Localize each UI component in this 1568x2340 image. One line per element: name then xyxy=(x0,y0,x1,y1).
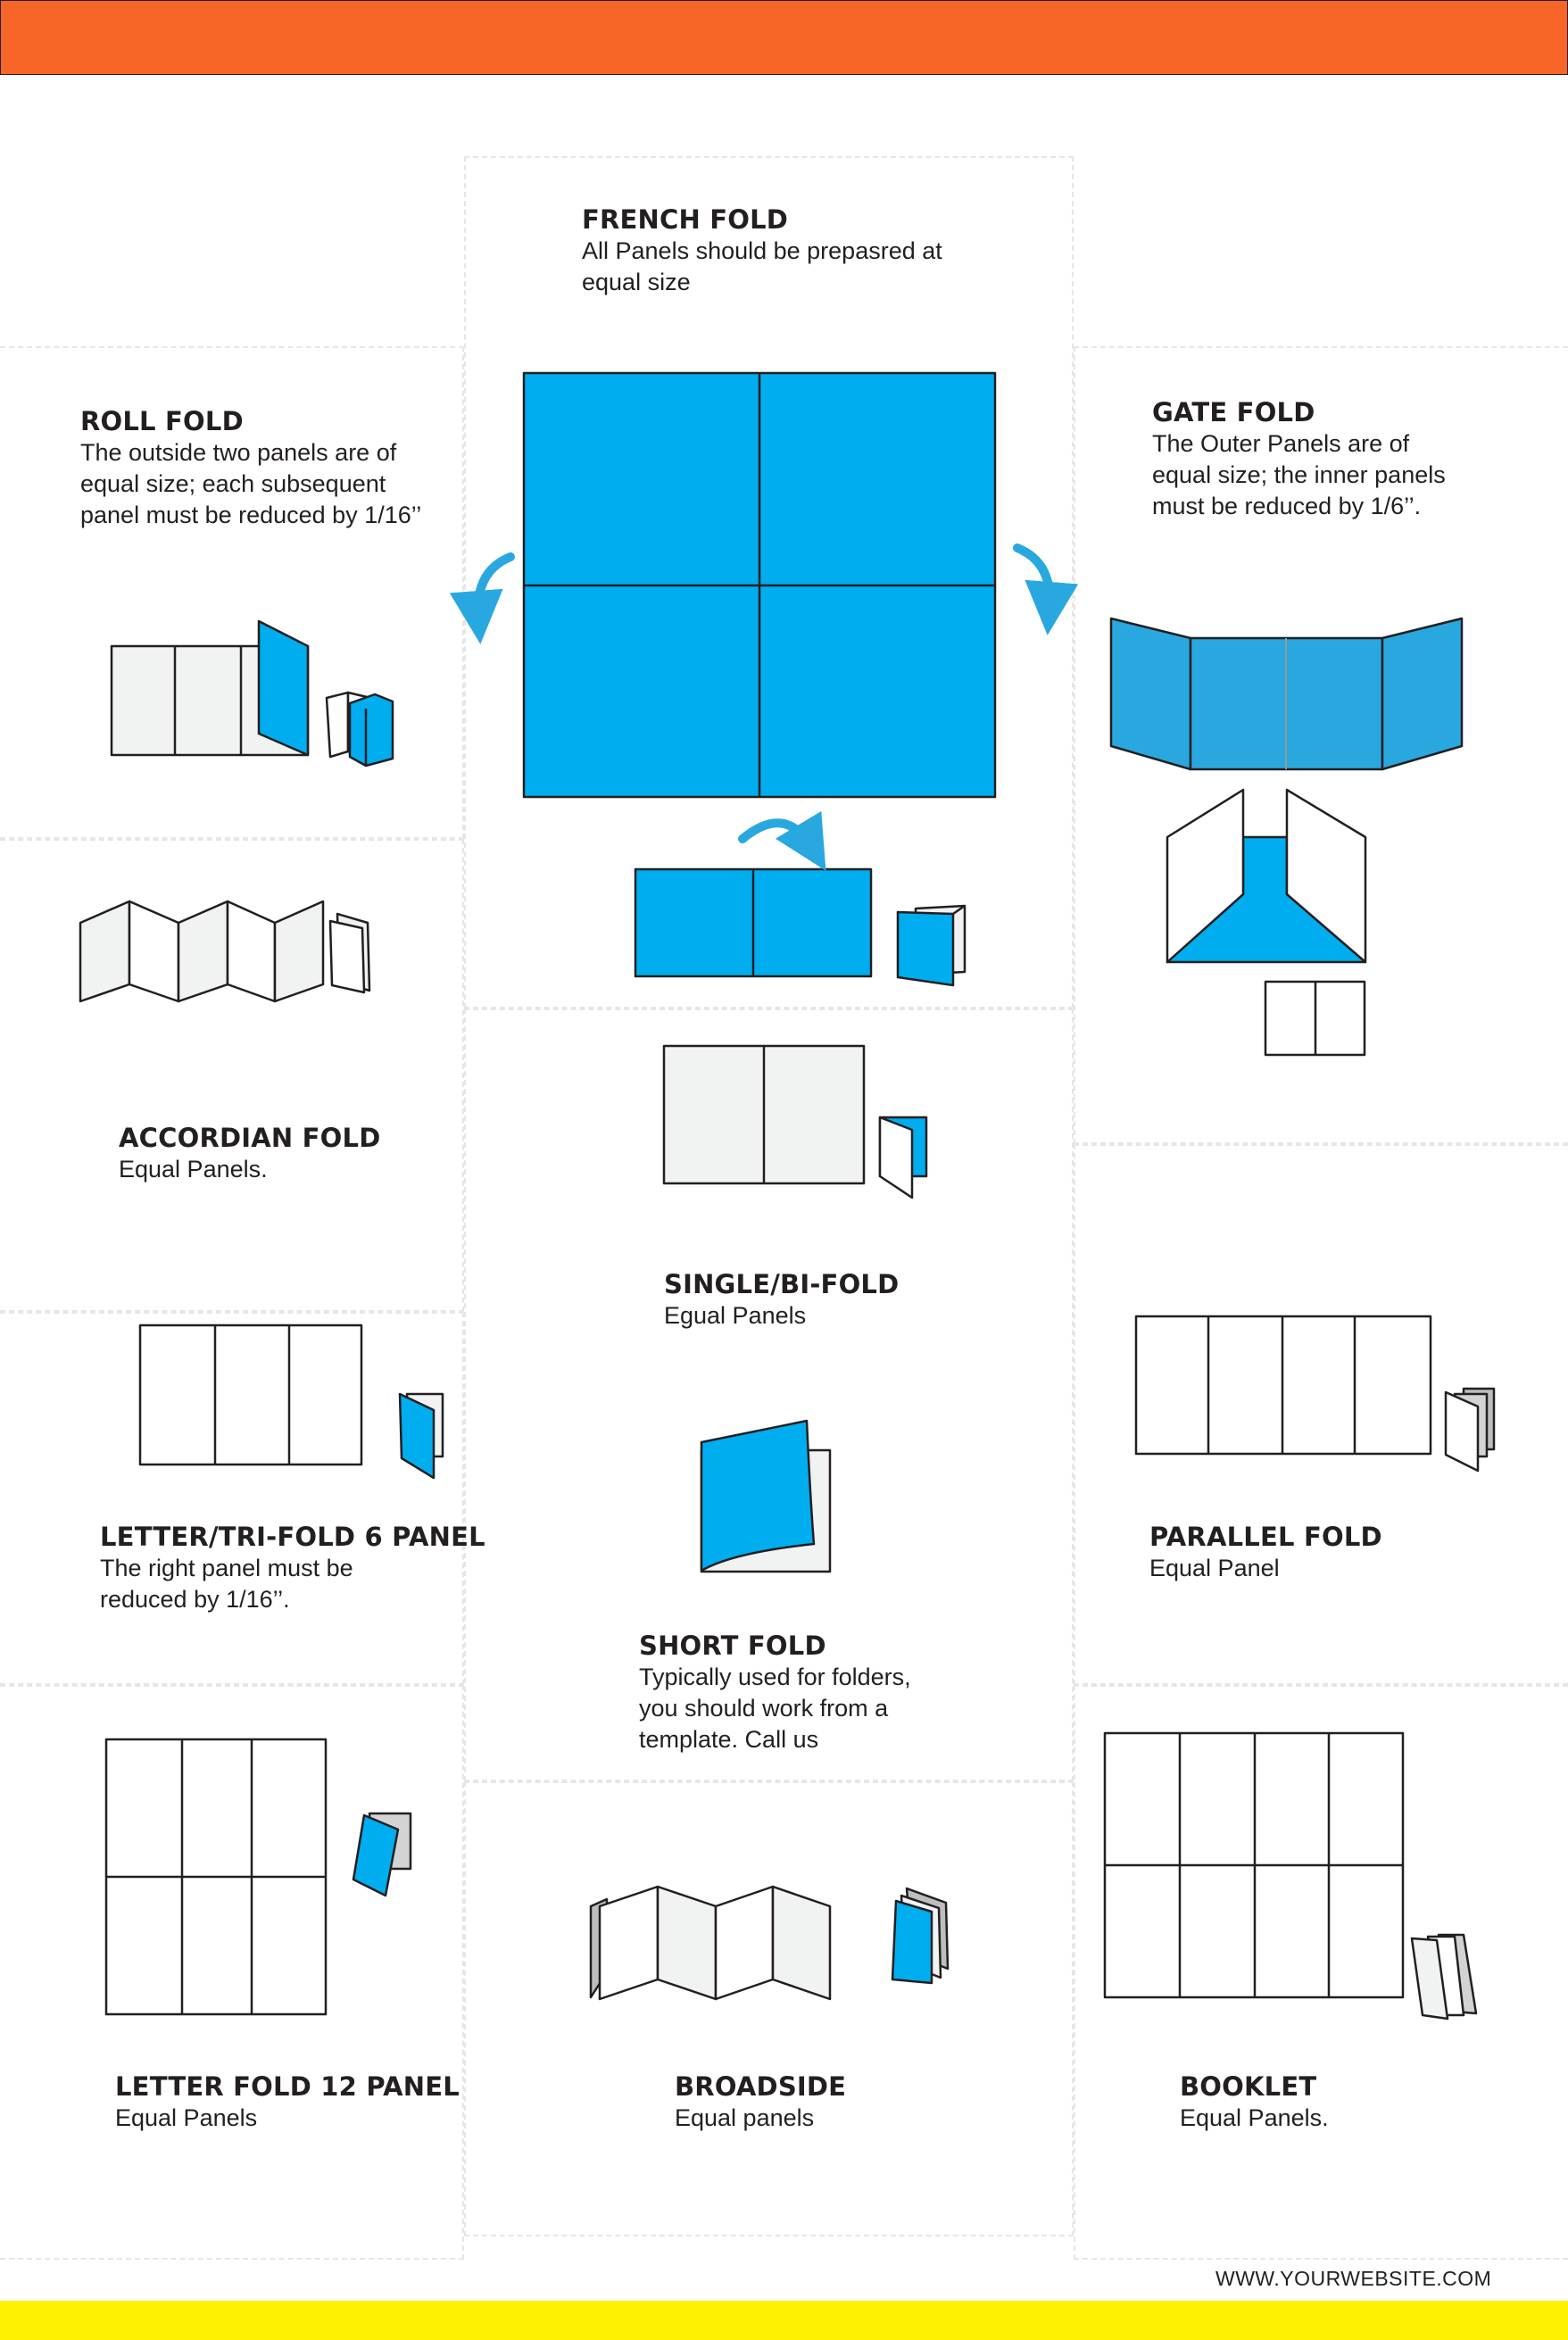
bottom-yellow-bar xyxy=(0,2301,1568,2340)
roll-fold-sheet xyxy=(110,619,310,757)
label-gate-fold: GATE FOLD The Outer Panels are of equal … xyxy=(1152,396,1446,522)
parallel-fold-title: PARALLEL FOLD xyxy=(1149,1522,1382,1552)
letter12-title: LETTER FOLD 12 PANEL xyxy=(115,2071,460,2102)
label-broadside: BROADSIDE Equal panels xyxy=(675,2070,846,2134)
short-fold-desc: Typically used for folders, you should w… xyxy=(639,1664,911,1753)
parallel-fold-sheet xyxy=(1134,1315,1432,1456)
roll-fold-desc: The outside two panels are of equal size… xyxy=(80,439,422,528)
gate-fold-title: GATE FOLD xyxy=(1152,397,1315,427)
letter6-desc: The right panel must be reduced by 1/16’… xyxy=(100,1555,353,1613)
cell-letter12 xyxy=(0,1685,464,2260)
broadside-title: BROADSIDE xyxy=(675,2071,847,2102)
french-fold-title: FRENCH FOLD xyxy=(582,204,789,235)
label-booklet: BOOKLET Equal Panels. xyxy=(1180,2070,1329,2134)
parallel-fold-mini xyxy=(1444,1387,1496,1473)
bifold-sheet xyxy=(662,1044,866,1185)
label-parallel-fold: PARALLEL FOLD Equal Panel xyxy=(1149,1521,1382,1584)
bifold-title: SINGLE/BI-FOLD xyxy=(664,1269,900,1299)
curved-arrow-left-icon xyxy=(449,552,515,644)
top-orange-bar xyxy=(0,0,1568,75)
gate-fold-closed xyxy=(1264,980,1366,1057)
broadside-desc: Equal panels xyxy=(675,2104,815,2131)
website-url: WWW.YOURWEBSITE.COM xyxy=(1215,2267,1492,2290)
short-fold-sheet xyxy=(700,1419,832,1573)
label-roll-fold: ROLL FOLD The outside two panels are of … xyxy=(80,405,421,531)
roll-fold-mini xyxy=(325,691,394,768)
letter12-desc: Equal Panels xyxy=(115,2104,258,2131)
french-fold-sheet xyxy=(522,371,997,799)
cell-accordian xyxy=(0,839,464,1312)
bifold-mini xyxy=(878,1116,928,1199)
booklet-sheet xyxy=(1103,1731,1405,1999)
label-letter12: LETTER FOLD 12 PANEL Equal Panels xyxy=(115,2070,460,2134)
letter6-sheet xyxy=(138,1324,363,1466)
cell-parallel xyxy=(1074,1144,1568,1685)
cell-short xyxy=(464,1008,1074,1781)
cell-broadside xyxy=(464,1781,1074,2236)
label-short-fold: SHORT FOLD Typically used for folders, y… xyxy=(639,1630,911,1755)
booklet-title: BOOKLET xyxy=(1180,2071,1317,2102)
curved-arrow-right-icon xyxy=(1013,544,1079,635)
letter6-mini xyxy=(398,1392,444,1480)
booklet-desc: Equal Panels. xyxy=(1180,2104,1329,2131)
french-fold-desc: All Panels should be prepasred at equal … xyxy=(582,237,942,295)
gate-fold-closing xyxy=(1166,788,1367,964)
parallel-fold-desc: Equal Panel xyxy=(1149,1555,1280,1581)
accordian-fold-desc: Equal Panels. xyxy=(119,1156,268,1182)
cell-letter6 xyxy=(0,1312,464,1685)
short-fold-title: SHORT FOLD xyxy=(639,1631,826,1661)
bifold-desc: Egual Panels xyxy=(664,1302,807,1329)
cell-gate xyxy=(1074,346,1568,1144)
letter6-title: LETTER/TRI-FOLD 6 PANEL xyxy=(100,1522,485,1552)
broadside-mini xyxy=(891,1887,950,1985)
label-letter6: LETTER/TRI-FOLD 6 PANEL The right panel … xyxy=(100,1521,485,1615)
gate-fold-desc: The Outer Panels are of equal size; the … xyxy=(1152,430,1446,519)
label-bifold: SINGLE/BI-FOLD Egual Panels xyxy=(664,1268,899,1332)
accordian-fold-sheet xyxy=(79,900,325,1003)
label-french-fold: FRENCH FOLD All Panels should be prepasr… xyxy=(582,203,942,298)
label-accordian-fold: ACCORDIAN FOLD Equal Panels. xyxy=(119,1122,380,1185)
accordian-fold-title: ACCORDIAN FOLD xyxy=(119,1123,381,1153)
accordian-fold-mini xyxy=(328,912,371,994)
roll-fold-title: ROLL FOLD xyxy=(80,406,244,436)
gate-fold-open xyxy=(1109,617,1464,771)
cell-booklet xyxy=(1074,1685,1568,2260)
letter12-mini xyxy=(352,1812,412,1897)
booklet-mini xyxy=(1410,1933,1478,2021)
letter12-sheet xyxy=(104,1738,328,2016)
broadside-sheet xyxy=(589,1885,832,2001)
curved-arrow-over-icon xyxy=(738,810,826,871)
french-fold-mini xyxy=(896,904,967,987)
french-fold-half xyxy=(634,867,873,978)
